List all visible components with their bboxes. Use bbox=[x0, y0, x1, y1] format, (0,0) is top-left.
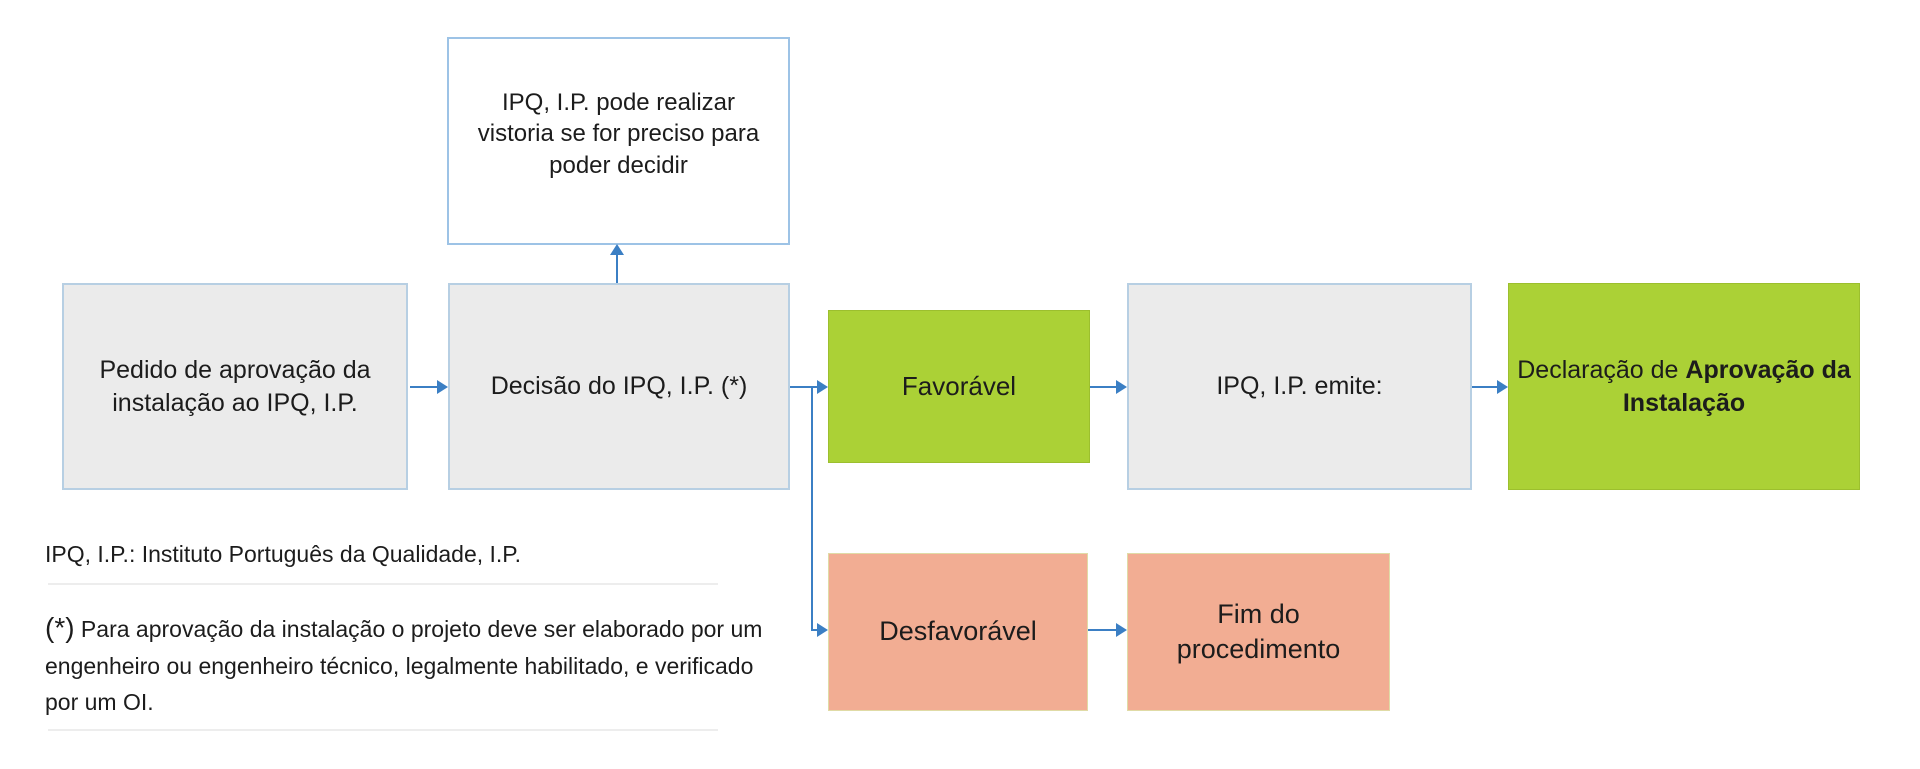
node-pedido-label: Pedido de aprovação da instalação ao IPQ… bbox=[99, 356, 371, 417]
arrow-decisao-desfavoravel-hline bbox=[811, 629, 817, 631]
node-fim-label: Fim do procedimento bbox=[1176, 598, 1341, 664]
arrow-favoravel-emite-line bbox=[1090, 386, 1116, 388]
divider-top bbox=[48, 583, 718, 585]
arrow-pedido-decisao-line bbox=[410, 386, 437, 388]
node-emite: IPQ, I.P. emite: bbox=[1127, 283, 1472, 490]
node-vistoria: IPQ, I.P. pode realizar vistoria se for … bbox=[447, 37, 790, 245]
arrow-decisao-desfavoravel-head-icon bbox=[817, 623, 828, 637]
divider-bottom bbox=[48, 729, 718, 731]
footnote-asterisk: (*) Para aprovação da instalação o proje… bbox=[45, 606, 773, 721]
arrow-decisao-favoravel-head-icon bbox=[817, 380, 828, 394]
arrow-favoravel-emite-head-icon bbox=[1116, 380, 1127, 394]
arrow-decisao-vistoria-head-icon bbox=[610, 244, 624, 255]
node-fim: Fim do procedimento bbox=[1127, 553, 1390, 711]
node-declaracao-bold: Aprovação da Instalação bbox=[1622, 356, 1851, 417]
node-declaracao-label: Declaração de Aprovação da Instalação bbox=[1513, 354, 1855, 419]
node-vistoria-label: IPQ, I.P. pode realizar vistoria se for … bbox=[477, 89, 760, 179]
node-favoravel: Favorável bbox=[828, 310, 1090, 463]
node-pedido: Pedido de aprovação da instalação ao IPQ… bbox=[62, 283, 408, 490]
node-decisao: Decisão do IPQ, I.P. (*) bbox=[448, 283, 790, 490]
arrow-pedido-decisao-head-icon bbox=[437, 380, 448, 394]
footnote-asterisk-marker: (*) bbox=[45, 612, 75, 643]
node-declaracao: Declaração de Aprovação da Instalação bbox=[1508, 283, 1860, 490]
arrow-emite-declaracao-line bbox=[1472, 386, 1497, 388]
node-desfavoravel-label: Desfavorável bbox=[879, 616, 1037, 647]
node-emite-label: IPQ, I.P. emite: bbox=[1216, 372, 1383, 401]
arrow-desfavoravel-fim-line bbox=[1088, 629, 1116, 631]
footnote-asterisk-text: Para aprovação da instalação o projeto d… bbox=[45, 616, 763, 716]
arrow-decisao-vistoria-line bbox=[616, 253, 618, 283]
footnote-abbreviation: IPQ, I.P.: Instituto Português da Qualid… bbox=[45, 541, 522, 567]
arrow-decisao-favoravel-line bbox=[790, 386, 817, 388]
node-decisao-label: Decisão do IPQ, I.P. (*) bbox=[490, 372, 748, 401]
arrow-emite-declaracao-head-icon bbox=[1497, 380, 1508, 394]
arrow-decisao-desfavoravel-vline bbox=[811, 386, 813, 631]
arrow-desfavoravel-fim-head-icon bbox=[1116, 623, 1127, 637]
node-favoravel-label: Favorável bbox=[901, 370, 1017, 401]
node-desfavoravel: Desfavorável bbox=[828, 553, 1088, 711]
node-declaracao-prefix: Declaração de bbox=[1517, 356, 1686, 384]
